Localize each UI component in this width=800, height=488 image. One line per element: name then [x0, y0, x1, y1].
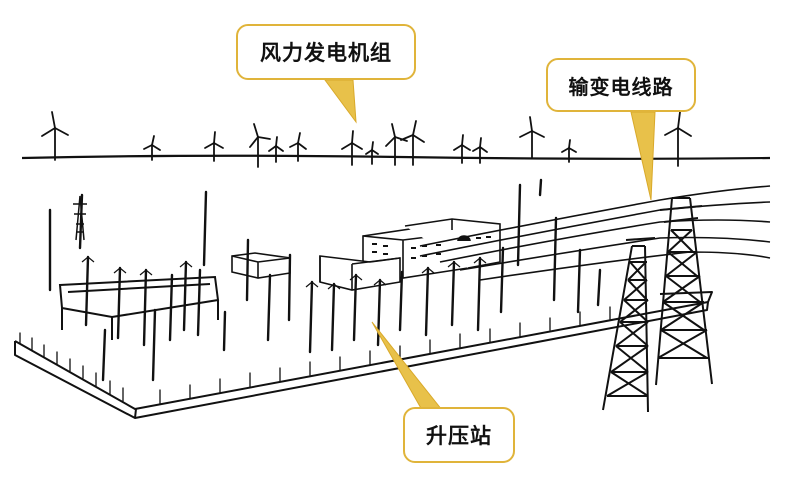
wind-turbine — [249, 123, 271, 168]
insulator-skirts — [81, 256, 487, 290]
transmission-tower-front — [602, 237, 656, 413]
transmission-conductors — [419, 185, 771, 281]
callout-wind-turbines: 风力发电机组 — [236, 24, 416, 80]
wind-turbine — [341, 130, 363, 166]
transmission-tower-back — [655, 197, 713, 386]
callout-pointer-wind — [324, 79, 357, 124]
callout-transmission-line: 输变电线路 — [546, 58, 696, 112]
wind-turbine — [472, 137, 488, 164]
lightning-rods — [48, 178, 602, 382]
relay-house — [231, 252, 291, 279]
wind-turbine — [519, 116, 545, 159]
horizon-line — [21, 154, 771, 160]
wind-turbine — [268, 136, 284, 163]
booster-station-label: 升压站 — [426, 424, 492, 448]
wind-turbine — [561, 139, 577, 163]
transmission-line-label: 输变电线路 — [568, 74, 674, 99]
wind-turbine — [453, 134, 471, 164]
wind-turbines-label: 风力发电机组 — [260, 41, 392, 65]
callout-pointer-station — [371, 321, 444, 411]
gantry-frames — [58, 275, 220, 340]
wind-turbine — [289, 132, 307, 162]
wind-turbine — [385, 123, 408, 166]
wind-turbine — [204, 131, 224, 162]
wind-turbine — [400, 120, 425, 166]
wind-turbine — [41, 111, 69, 161]
wind-turbine — [143, 135, 161, 161]
small-lattice-mast — [73, 195, 87, 241]
callout-pointer-line — [630, 111, 656, 201]
yard-platform — [14, 291, 713, 419]
wind-turbine — [365, 141, 379, 165]
wind-turbine — [664, 111, 692, 167]
wind-turbine-group — [41, 111, 692, 168]
fence-posts — [19, 306, 611, 405]
callout-booster-station: 升压站 — [403, 407, 515, 463]
